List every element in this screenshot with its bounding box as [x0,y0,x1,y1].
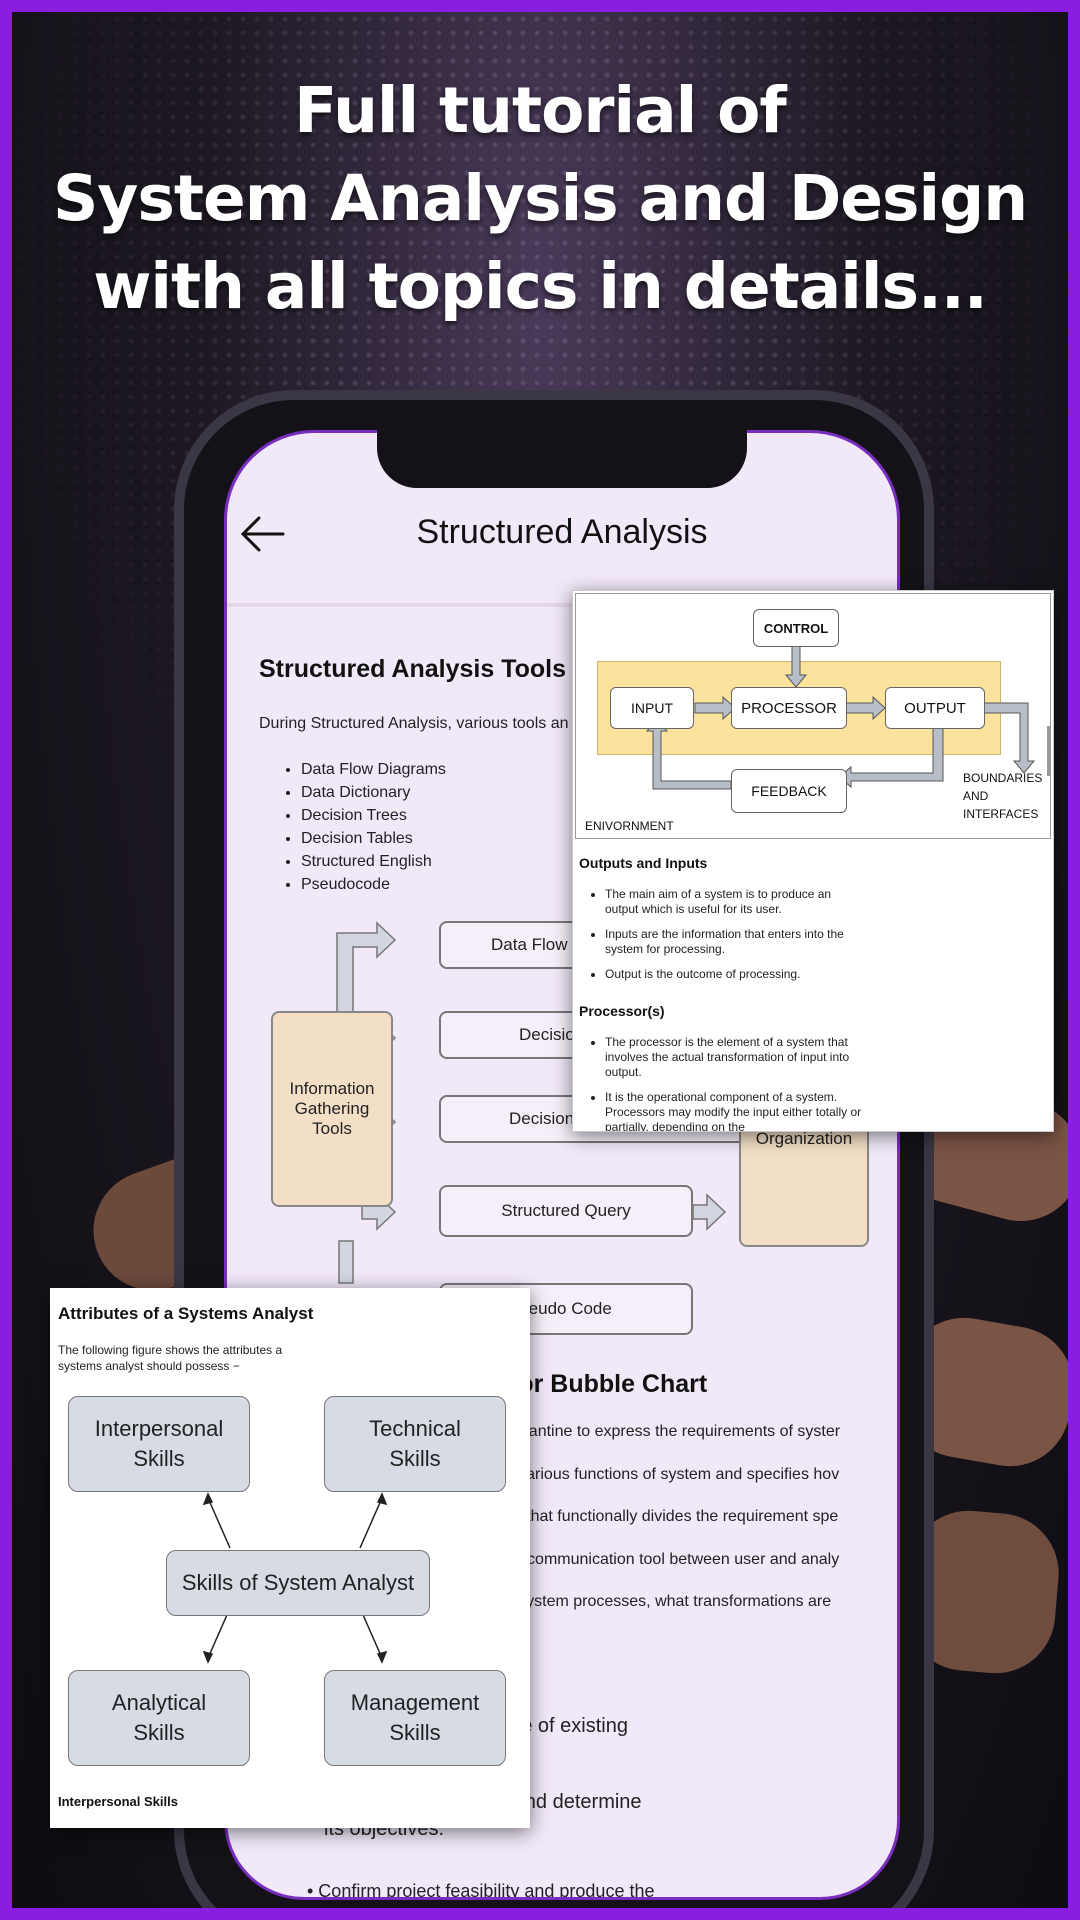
app-bar-divider [227,603,897,607]
paragraph-line: een various functions of system and spec… [487,1466,840,1483]
skills-arrows [202,1492,388,1664]
boundaries-label: BOUNDARIES AND INTERFACES [963,771,1043,821]
headline-line-2: System Analysis and Design [52,162,1028,235]
attributes-desc: The following figure shows the attribute… [58,1343,283,1373]
section-title: Structured Analysis Tools [259,655,567,683]
list-item: The processor is the element of a system… [605,1035,865,1080]
list-item: Decision Trees [301,804,446,827]
paragraph-line: hase that functionally divides the requi… [487,1508,839,1525]
intro-text: During Structured Analysis, various tool… [259,715,569,732]
input-box: INPUT [610,687,694,729]
paragraph-line: Constantine to express the requirements … [487,1423,841,1440]
attributes-footer: Interpersonal Skills [58,1794,178,1809]
center-skills-box: Skills of System Analyst [166,1550,430,1616]
bullet-text: • Confirm project feasibility and produc… [307,1881,655,1900]
list-item: Data Dictionary [301,781,446,804]
outputs-inputs-list: The main aim of a system is to produce a… [587,887,865,992]
headline: Full tutorial of System Analysis and Des… [12,67,1068,331]
system-elements-card: CONTROL INPUT PROCESSOR OUTPUT FEEDBACK … [572,590,1054,1132]
headline-line-1: Full tutorial of [294,74,787,147]
interpersonal-skills-box: Interpersonal Skills [68,1396,250,1492]
list-item: Inputs are the information that enters i… [605,927,865,957]
phone-notch [377,422,747,488]
output-box: OUTPUT [885,687,985,729]
tools-list: Data Flow Diagrams Data Dictionary Decis… [267,758,446,896]
processor-list: The processor is the element of a system… [587,1035,865,1131]
scrollbar[interactable] [1047,726,1051,776]
list-item: It is the operational component of a sys… [605,1090,865,1131]
list-item: Data Flow Diagrams [301,758,446,781]
management-skills-box: Management Skills [324,1670,506,1766]
list-item: Output is the outcome of processing. [605,967,865,982]
attributes-card: Attributes of a Systems Analyst The foll… [50,1288,530,1828]
outputs-inputs-heading: Outputs and Inputs [579,855,708,871]
bullet-text: n and determine [497,1791,642,1813]
attributes-title: Attributes of a Systems Analyst [58,1304,314,1323]
organization-box: Organization [739,1113,869,1247]
control-box: CONTROL [753,609,839,647]
paragraph-line: ta a system processes, what transformati… [487,1593,832,1610]
list-item: Structured English [301,850,446,873]
list-item: Decision Tables [301,827,446,850]
processor-heading: Processor(s) [579,1003,665,1019]
analytical-skills-box: Analytical Skills [68,1670,250,1766]
back-arrow-icon[interactable] [239,511,285,557]
app-bar: Structured Analysis [227,493,897,603]
environment-label: ENIVORNMENT [585,819,674,833]
info-gathering-box: Information Gathering Tools [271,1011,393,1207]
technical-skills-box: Technical Skills [324,1396,506,1492]
page-title: Structured Analysis [416,513,708,551]
list-item: The main aim of a system is to produce a… [605,887,865,917]
structured-query-box: Structured Query [439,1185,693,1237]
feedback-box: FEEDBACK [731,769,847,813]
paragraph-line: good communication tool between user and… [487,1551,840,1568]
headline-line-3: with all topics in details... [93,250,988,323]
list-item: Pseudocode [301,873,446,896]
processor-box: PROCESSOR [731,687,847,729]
environment-panel [575,593,1051,839]
